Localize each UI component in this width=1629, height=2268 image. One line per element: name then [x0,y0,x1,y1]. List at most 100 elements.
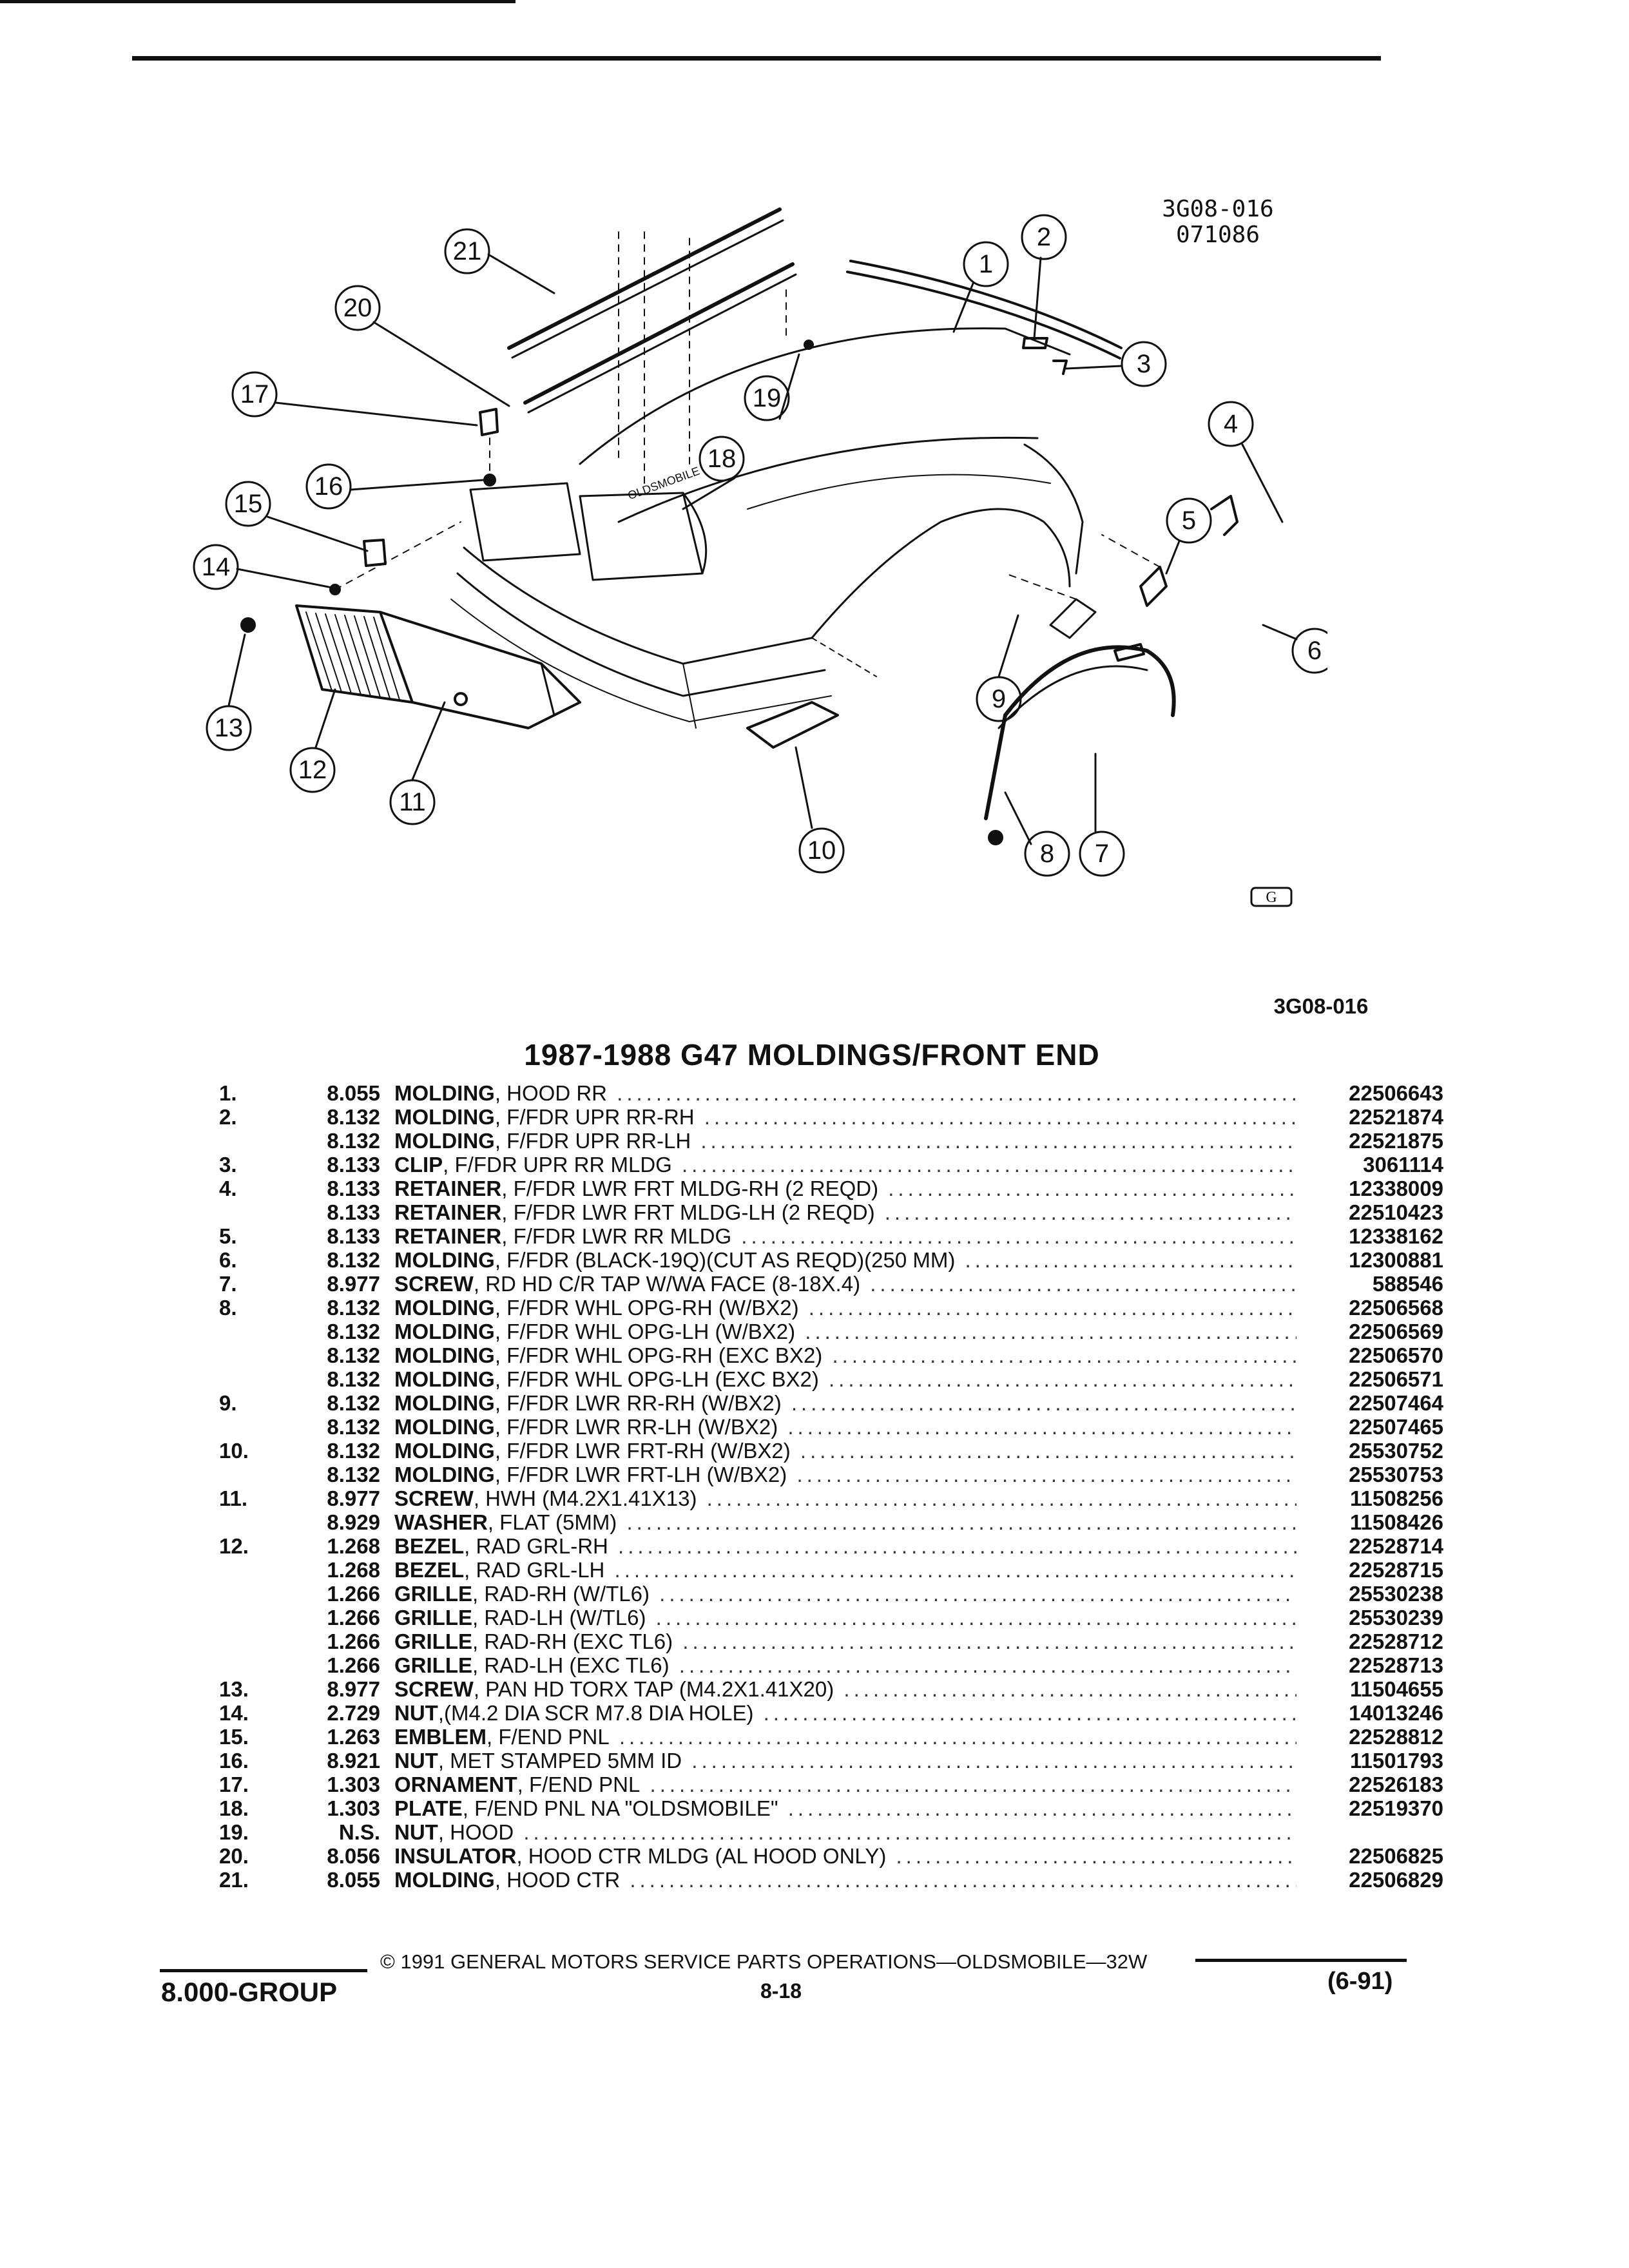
part-description: RETAINER, F/FDR LWR RR MLDG ............… [394,1224,1296,1249]
part-number: 588546 [1372,1272,1443,1296]
part-description: MOLDING, F/FDR UPR RR-LH ...............… [394,1129,1296,1153]
part-detail: , RAD-LH (EXC TL6) [472,1653,670,1677]
group-number: 8.921 [327,1749,380,1773]
ref-code: 3G08-016 [1273,994,1369,1018]
group-number: 1.266 [327,1653,380,1677]
part-detail: , F/FDR LWR RR MLDG [501,1224,732,1248]
part-detail: ,(M4.2 DIA SCR M7.8 DIA HOLE) [438,1701,754,1725]
leader-dots: ........................................… [618,1534,1296,1558]
part-detail: , RAD-RH (W/TL6) [472,1582,650,1606]
leader-dots: ........................................… [619,1725,1296,1749]
footer-rule-left [160,1969,367,1972]
part-description: MOLDING, HOOD RR .......................… [394,1081,1296,1106]
part-number: 11508426 [1349,1510,1443,1534]
group-number: 8.055 [327,1868,380,1892]
item-number: 11. [219,1486,248,1510]
part-detail: , F/FDR LWR FRT MLDG-RH (2 REQD) [501,1177,879,1200]
part-name: MOLDING [394,1391,495,1415]
part-detail: , F/FDR WHL OPG-LH (EXC BX2) [494,1367,819,1391]
group-number: 8.056 [327,1844,380,1868]
item-number: 8. [219,1296,237,1320]
group-number: 1.263 [327,1725,380,1749]
group-number: 8.133 [327,1200,380,1224]
part-name: RETAINER [394,1224,502,1248]
group-number: 1.266 [327,1606,380,1629]
part-name: MOLDING [394,1296,495,1320]
part-name: MOLDING [394,1105,495,1129]
part-detail: , HOOD [438,1820,514,1844]
item-number: 18. [219,1796,249,1820]
part-detail: , HOOD RR [494,1081,607,1105]
part-name: SCREW [394,1486,474,1510]
part-detail: , F/FDR (BLACK-19Q)(CUT AS REQD)(250 MM) [494,1248,956,1272]
part-description: MOLDING, F/FDR WHL OPG-RH (EXC BX2) ....… [394,1343,1296,1368]
item-number: 5. [219,1224,237,1248]
group-label: 8.000-GROUP [161,1977,338,2007]
part-number: 12338162 [1349,1224,1443,1248]
callout-18: 18 [708,445,737,473]
part-description: NUT, HOOD ..............................… [394,1820,1296,1845]
part-name: GRILLE [394,1582,472,1606]
callout-13: 13 [215,714,244,742]
part-detail: , RD HD C/R TAP W/WA FACE (8-18X.4) [473,1272,861,1296]
revision-date: (6-91) [1327,1968,1393,1995]
group-number: 8.133 [327,1153,380,1177]
group-number: 8.977 [327,1272,380,1296]
item-number: 13. [219,1677,249,1701]
leader-dots: ........................................… [704,1105,1296,1129]
group-number: 8.132 [327,1463,380,1486]
part-description: ORNAMENT, F/END PNL ....................… [394,1773,1296,1797]
item-number: 19. [219,1820,249,1844]
part-name: GRILLE [394,1653,472,1677]
callout-19: 19 [753,384,782,412]
part-number: 22506825 [1349,1844,1443,1868]
part-detail: , F/FDR UPR RR MLDG [443,1153,672,1177]
part-number: 3061114 [1363,1153,1443,1177]
group-number: 8.132 [327,1343,380,1367]
part-number: 22506568 [1349,1296,1443,1320]
part-detail: , PAN HD TORX TAP (M4.2X1.41X20) [473,1677,834,1701]
gm-logo-icon: G [1250,887,1293,907]
part-number: 22506570 [1349,1343,1443,1367]
part-number: 22506569 [1349,1320,1443,1343]
illustration-id: 3G08-016 [1162,196,1274,222]
group-number: 8.132 [327,1320,380,1343]
group-number: 8.132 [327,1105,380,1129]
part-description: MOLDING, F/FDR LWR FRT-LH (W/BX2) ......… [394,1463,1296,1487]
part-name: MOLDING [394,1129,495,1153]
part-number: 22519370 [1349,1796,1443,1820]
part-detail: , MET STAMPED 5MM ID [438,1749,682,1773]
part-detail: , F/FDR WHL OPG-RH (EXC BX2) [494,1343,823,1367]
part-number: 11501793 [1349,1749,1443,1773]
callout-5: 5 [1182,506,1196,535]
callout-7: 7 [1095,840,1109,868]
leader-dots: ........................................… [523,1820,1296,1844]
part-detail: , F/END PNL NA "OLDSMOBILE" [462,1796,778,1820]
part-detail: , RAD GRL-LH [464,1558,605,1582]
part-row: 8.132 MOLDING, F/FDR WHL OPG-RH (EXC BX2)… [219,1343,1443,1368]
part-detail: , HWH (M4.2X1.41X13) [473,1486,697,1510]
callout-10: 10 [807,836,836,865]
part-detail: , HOOD CTR [494,1868,621,1892]
group-number: 8.132 [327,1296,380,1320]
hood-plate-lettering: OLDSMOBILE [626,465,702,503]
callout-14: 14 [202,553,231,581]
part-description: MOLDING, F/FDR UPR RR-RH ...............… [394,1105,1296,1129]
part-name: BEZEL [394,1558,465,1582]
part-name: RETAINER [394,1200,502,1224]
leader-dots: ........................................… [965,1248,1296,1272]
part-detail: , RAD-LH (W/TL6) [472,1606,646,1629]
group-number: 1.303 [327,1773,380,1796]
part-number: 22506829 [1349,1868,1443,1892]
group-number: 1.268 [327,1534,380,1558]
part-detail: , F/END PNL [517,1773,641,1796]
part-description: MOLDING, F/FDR WHL OPG-LH (EXC BX2) ....… [394,1367,1296,1392]
part-row: 8.132 MOLDING, F/FDR LWR FRT-LH (W/BX2) .… [219,1463,1443,1487]
